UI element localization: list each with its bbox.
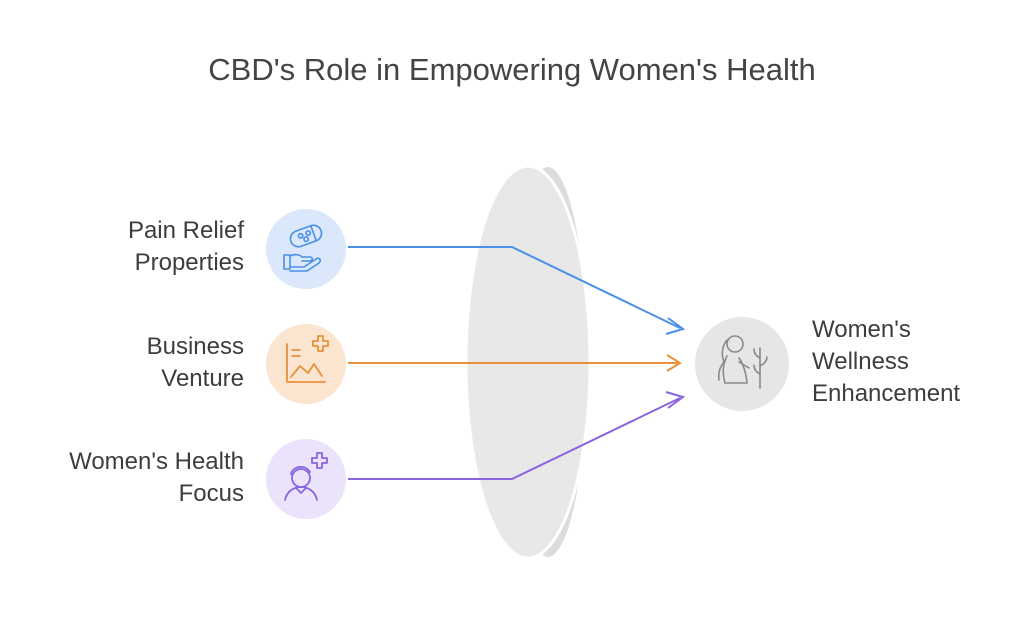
label-womens-wellness: Women's Wellness Enhancement (812, 316, 961, 407)
connector-pain-relief (348, 246, 686, 335)
label-womens-health-focus: Women's Health Focus (69, 448, 244, 507)
connector-business (348, 354, 682, 372)
label-business-venture: Business Venture (146, 333, 244, 392)
growth-chart-icon (286, 335, 329, 383)
diagram-title: CBD's Role in Empowering Women's Health (208, 52, 816, 87)
connector-womens-health (348, 391, 686, 480)
hand-pill-icon (283, 224, 323, 272)
woman-nature-icon (717, 335, 768, 389)
label-pain-relief: Pain Relief Properties (127, 217, 244, 276)
circle-womens-wellness (695, 317, 789, 411)
circle-business (266, 324, 346, 404)
circle-pain-relief (266, 209, 346, 289)
woman-health-icon (284, 452, 328, 501)
circle-womens-health (266, 439, 346, 519)
